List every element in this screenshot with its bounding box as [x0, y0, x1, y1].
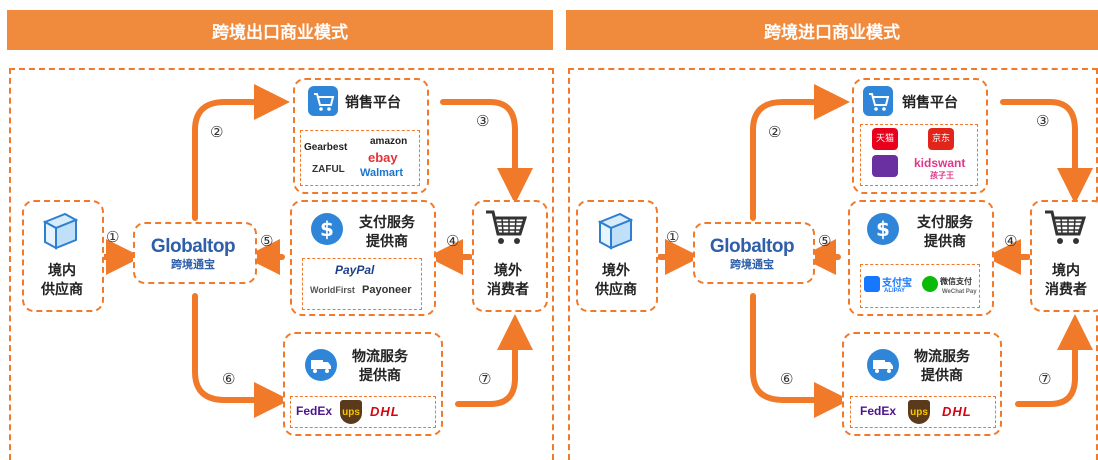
dhl-logo: DHL [370, 404, 400, 419]
step-5-left: ⑤ [260, 232, 274, 250]
platform-label-left: 销售平台 [345, 95, 401, 111]
platform-brands-left [300, 130, 420, 186]
arrow-3-right [1000, 99, 1093, 204]
flow-arrows [101, 84, 1093, 418]
step-6-left: ⑥ [222, 370, 236, 388]
dhl-logo: DHL [942, 404, 972, 419]
consumer-label-left: 境外 消费者 [487, 263, 529, 298]
zaful-logo: ZAFUL [312, 164, 345, 175]
wechat-pay-icon [922, 276, 938, 292]
step-4-left: ④ [446, 232, 460, 250]
truck-icon [305, 349, 337, 381]
arrow-7-left [455, 314, 533, 407]
svg-text:$: $ [320, 217, 334, 241]
payment-label-right: 支付服务 提供商 [917, 215, 973, 250]
export-panel [9, 68, 554, 460]
wechat-pay-en-logo: WeChat Pay [942, 289, 977, 295]
consumer-label-right: 境内 消费者 [1045, 263, 1087, 298]
arrow-6-right [750, 293, 850, 418]
payment-brands-right [860, 264, 980, 308]
step-3-left: ③ [476, 112, 490, 130]
kidswant-cn-logo: 孩子王 [930, 171, 954, 180]
arrow-2-left [192, 84, 290, 221]
alipay-en-logo: ALIPAY [884, 288, 906, 294]
dollar-icon: $ [311, 213, 343, 245]
globaltop-logo: Globaltop 跨境通宝 [150, 236, 236, 271]
alipay-icon [864, 276, 880, 292]
fedex-logo: FedEx [296, 404, 333, 418]
step-7-left: ⑦ [478, 370, 492, 388]
payment-brands-left [302, 258, 422, 310]
supplier-label-right: 境外 供应商 [595, 263, 637, 298]
wechat-pay-logo: 微信支付 [940, 277, 972, 286]
step-4-right: ④ [1004, 232, 1018, 250]
fedex-logo: FedEx [860, 404, 897, 418]
jd-logo: 京东 [928, 128, 954, 150]
shopping-cart-icon [486, 210, 528, 244]
dollar-icon: $ [867, 213, 899, 245]
alipay-logo: 支付宝 [882, 278, 912, 289]
paypal-logo: PayPal [335, 263, 375, 277]
svg-text:$: $ [876, 217, 890, 241]
amazon-logo: amazon [370, 136, 408, 147]
payment-label-left: 支付服务 提供商 [359, 215, 415, 250]
step-5-right: ⑤ [818, 232, 832, 250]
step-7-right: ⑦ [1038, 370, 1052, 388]
step-1-right: ① [666, 228, 680, 246]
arrow-2-right [750, 84, 850, 221]
payoneer-logo: Payoneer [362, 284, 412, 296]
logistics-label-left: 物流服务 提供商 [352, 349, 408, 384]
step-1-left: ① [106, 228, 120, 246]
ups-logo: ups [908, 400, 930, 424]
import-model-header: 跨境进口商业模式 [566, 10, 1098, 50]
logistics-label-right: 物流服务 提供商 [914, 349, 970, 384]
truck-icon [867, 349, 899, 381]
arrow-3-left [440, 99, 533, 204]
hub-box-left [133, 222, 257, 284]
step-6-right: ⑥ [780, 370, 794, 388]
ups-logo: ups [340, 400, 362, 424]
supplier-label-left: 境内 供应商 [41, 263, 83, 298]
gearbest-logo: Gearbest [304, 142, 348, 153]
step-2-left: ② [210, 123, 224, 141]
shopping-cart-icon [1045, 210, 1087, 244]
cart-icon [308, 86, 338, 116]
tmall-logo: 天猫 [872, 128, 898, 150]
step-3-right: ③ [1036, 112, 1050, 130]
arrow-6-left [192, 293, 290, 418]
globaltop-logo: Globaltop 跨境通宝 [709, 236, 795, 271]
step-2-right: ② [768, 123, 782, 141]
export-model-header: 跨境出口商业模式 [7, 10, 553, 50]
platform-label-right: 销售平台 [902, 95, 958, 111]
kidswant-logo: kidswant [914, 156, 966, 170]
ebay-logo: ebay [368, 150, 398, 165]
box-icon [597, 212, 634, 250]
hub-box-right [693, 222, 815, 284]
logistics-brands-left [290, 396, 436, 428]
tmall-international-logo [872, 155, 898, 177]
box-icon [42, 212, 79, 250]
arrow-7-right [1015, 314, 1093, 407]
walmart-logo: Walmart [360, 167, 403, 179]
cart-icon [863, 86, 893, 116]
worldfirst-logo: WorldFirst [310, 285, 355, 295]
